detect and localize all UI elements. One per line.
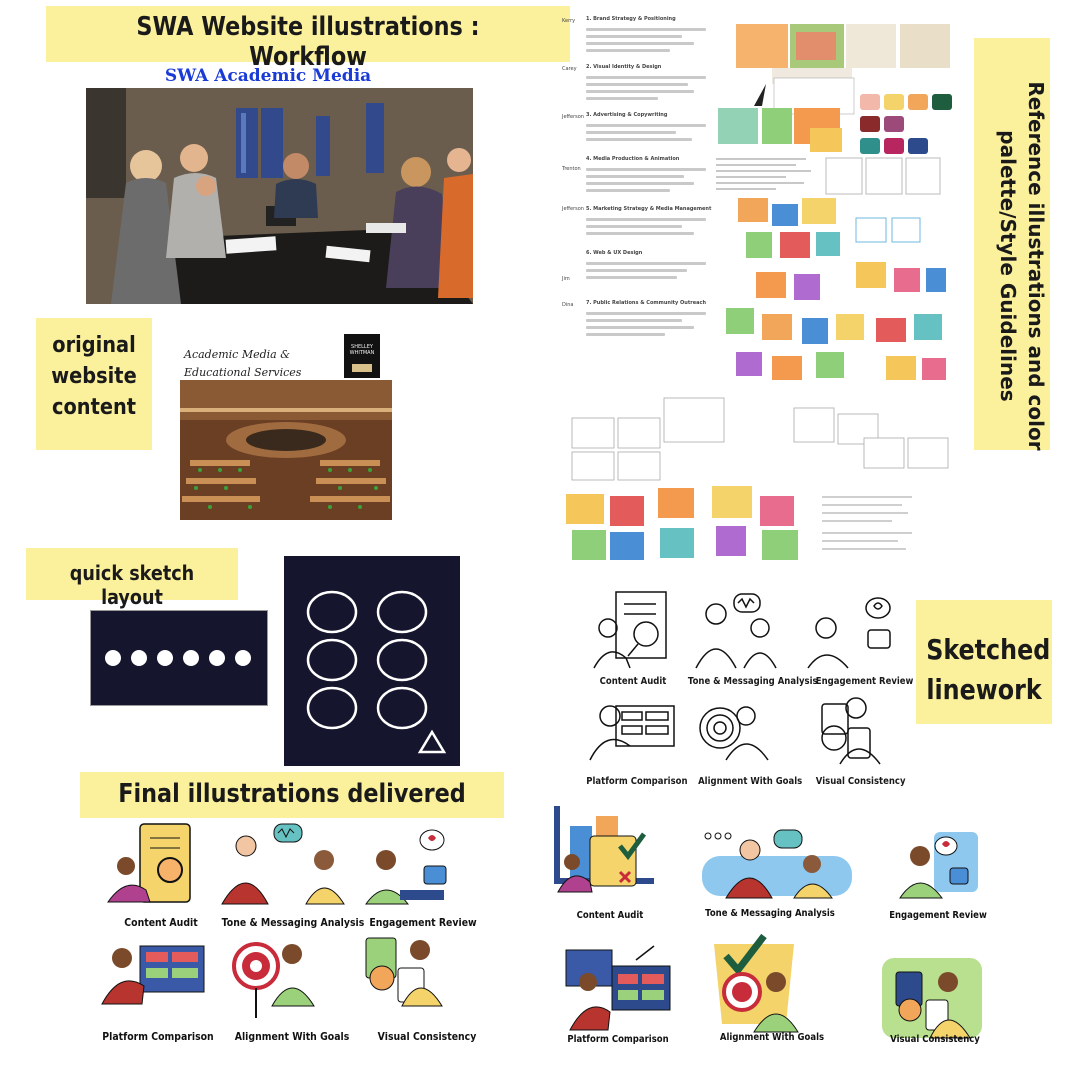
sketch-illustrations: Content Audit Tone & Messaging Analysis … <box>586 588 914 792</box>
book-cover: SHELLEY WHITMAN <box>344 334 380 378</box>
title-banner <box>46 6 570 62</box>
final-caption-tone: Tone & Messaging Analysis <box>221 916 365 929</box>
sketch-caption-content-audit: Content Audit <box>599 676 667 687</box>
original-content-box <box>36 318 152 450</box>
meeting-photo <box>86 88 473 304</box>
final-caption-platform: Platform Comparison <box>102 1030 214 1043</box>
book-author: SHELLEY WHITMAN <box>349 344 375 356</box>
final-caption-alignment: Alignment With Goals <box>234 1030 350 1043</box>
website-script-title: Academic Media & Educational Services <box>184 348 302 379</box>
sketch-caption-alignment: Alignment With Goals <box>698 776 803 787</box>
page-title: SWA Website illustrations : Workflow <box>136 12 480 72</box>
sketched-linework-box <box>916 600 1052 724</box>
reference-collage <box>566 18 970 574</box>
final-right-caption-engagement: Engagement Review <box>889 910 987 921</box>
website-card: Academic Media & Educational Services SH… <box>180 334 392 522</box>
reference-label-box <box>974 38 1050 450</box>
workflow-document: Kerry Carey Jefferson Trenton Jefferson … <box>562 16 712 388</box>
final-right-caption-visual: Visual Consistency <box>890 1034 980 1045</box>
library-photo <box>180 380 392 520</box>
sketch-caption-platform: Platform Comparison <box>586 776 688 787</box>
final-right-caption-content-audit: Content Audit <box>576 910 644 921</box>
final-right-caption-platform: Platform Comparison <box>567 1034 669 1045</box>
final-right-caption-alignment: Alignment With Goals <box>719 1032 825 1043</box>
final-caption-visual: Visual Consistency <box>377 1030 477 1043</box>
final-caption-engagement: Engagement Review <box>369 916 477 929</box>
sketch-caption-tone: Tone & Messaging Analysis <box>687 676 818 687</box>
final-caption-content-audit: Content Audit <box>124 916 198 929</box>
sketch-caption-engagement: Engagement Review <box>815 676 914 687</box>
sketched-linework-label: Sketched linework <box>926 633 1051 706</box>
reference-label: Reference illustrations and color palett… <box>996 81 1048 451</box>
final-illustrations-right: Content Audit Tone & Messaging Analysis … <box>550 806 990 1054</box>
sketch-panel-horizontal <box>90 610 268 706</box>
final-delivered-label: Final illustrations delivered <box>118 779 466 809</box>
final-delivered-box <box>80 772 504 818</box>
quick-sketch-label: quick sketch layout <box>69 561 195 609</box>
academic-media-title: SWA Academic Media <box>164 66 372 86</box>
original-content-label: original website content <box>51 333 137 420</box>
final-right-caption-tone: Tone & Messaging Analysis <box>705 908 835 919</box>
quick-sketch-box <box>26 548 238 600</box>
sketch-panel-grid <box>284 556 460 766</box>
final-illustrations-left: Content Audit Tone & Messaging Analysis … <box>96 820 477 1050</box>
sketch-caption-visual: Visual Consistency <box>815 776 906 787</box>
